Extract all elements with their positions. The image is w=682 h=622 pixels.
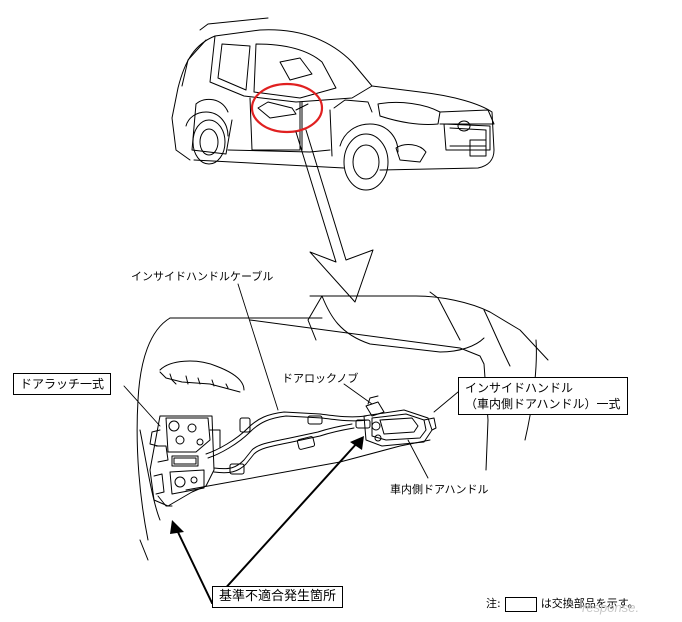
nonconformity-location-label: 基準不適合発生箇所	[212, 586, 344, 608]
legend-note: 注: は交換部品を示す。	[486, 596, 639, 612]
interior-door-handle-label: 車内側ドアハンドル	[390, 483, 489, 496]
inside-door-handle	[363, 395, 437, 447]
arrow-heads	[170, 436, 364, 534]
inside-handle-label-line2: （車内側ドアハンドル）一式	[465, 397, 621, 411]
inside-handle-cable-label: インサイドハンドルケーブル	[131, 270, 274, 283]
nonconformity-arrows	[175, 441, 359, 604]
highlight-circle	[250, 82, 324, 134]
callout-arrow	[295, 129, 374, 303]
door-latch-assembly-label: ドアラッチ一式	[13, 373, 112, 395]
car-illustration	[171, 17, 495, 191]
legend-note-text: は交換部品を示す。	[540, 597, 639, 610]
door-latch-mechanism	[149, 415, 221, 507]
legend-note-prefix: 注:	[486, 597, 501, 610]
door-lock-knob-label: ドアロックノブ	[282, 372, 359, 385]
leader-lines	[123, 283, 459, 479]
inside-handle-cable	[205, 411, 371, 475]
watermark: response.	[582, 600, 640, 615]
inside-handle-assembly-label: インサイドハンドル （車内側ドアハンドル）一式	[458, 377, 628, 415]
inside-handle-label-line1: インサイドハンドル	[465, 381, 574, 395]
legend-replacement-box	[504, 596, 537, 612]
door-illustration	[136, 291, 549, 561]
